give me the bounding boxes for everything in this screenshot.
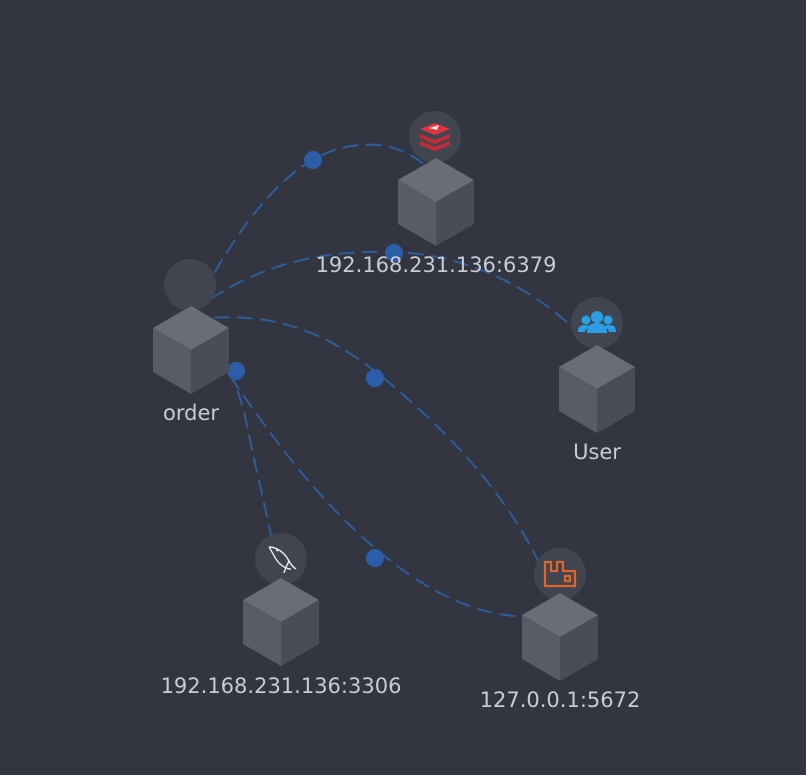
link-dot-order-user xyxy=(385,244,403,262)
links-layer xyxy=(191,143,591,618)
link-dot-order-redis xyxy=(304,151,322,169)
link-dot-rabbitmq-order xyxy=(366,549,384,567)
node-badge xyxy=(255,533,307,585)
link-rabbitmq-order[interactable] xyxy=(191,319,561,618)
link-dot-order-mysql xyxy=(227,362,245,380)
users-icon xyxy=(578,311,616,333)
node-label: 127.0.0.1:5672 xyxy=(480,688,641,712)
cube-icon xyxy=(559,345,635,433)
node-badge xyxy=(534,548,586,600)
node-mysql[interactable]: 192.168.231.136:3306 xyxy=(161,533,402,698)
link-order-redis[interactable] xyxy=(191,143,437,313)
redis-icon xyxy=(420,123,450,151)
link-dot-order-rabbitmq xyxy=(366,369,384,387)
mysql-icon xyxy=(268,546,297,574)
node-redis[interactable]: 192.168.231.136:6379 xyxy=(316,111,557,277)
node-label: User xyxy=(573,440,621,464)
node-label: 192.168.231.136:3306 xyxy=(161,674,402,698)
node-badge xyxy=(164,259,216,311)
link-order-rabbitmq[interactable] xyxy=(191,316,546,576)
node-label: order xyxy=(163,401,219,425)
cube-icon xyxy=(243,578,319,666)
cube-icon xyxy=(398,158,474,246)
node-badge xyxy=(409,111,461,163)
node-rabbitmq[interactable]: 127.0.0.1:5672 xyxy=(480,548,641,712)
cube-icon xyxy=(153,306,229,394)
cube-icon xyxy=(522,593,598,681)
node-label: 192.168.231.136:6379 xyxy=(316,253,557,277)
node-order[interactable]: order xyxy=(153,259,229,425)
node-user[interactable]: User xyxy=(559,297,635,464)
rabbitmq-icon xyxy=(543,560,577,588)
